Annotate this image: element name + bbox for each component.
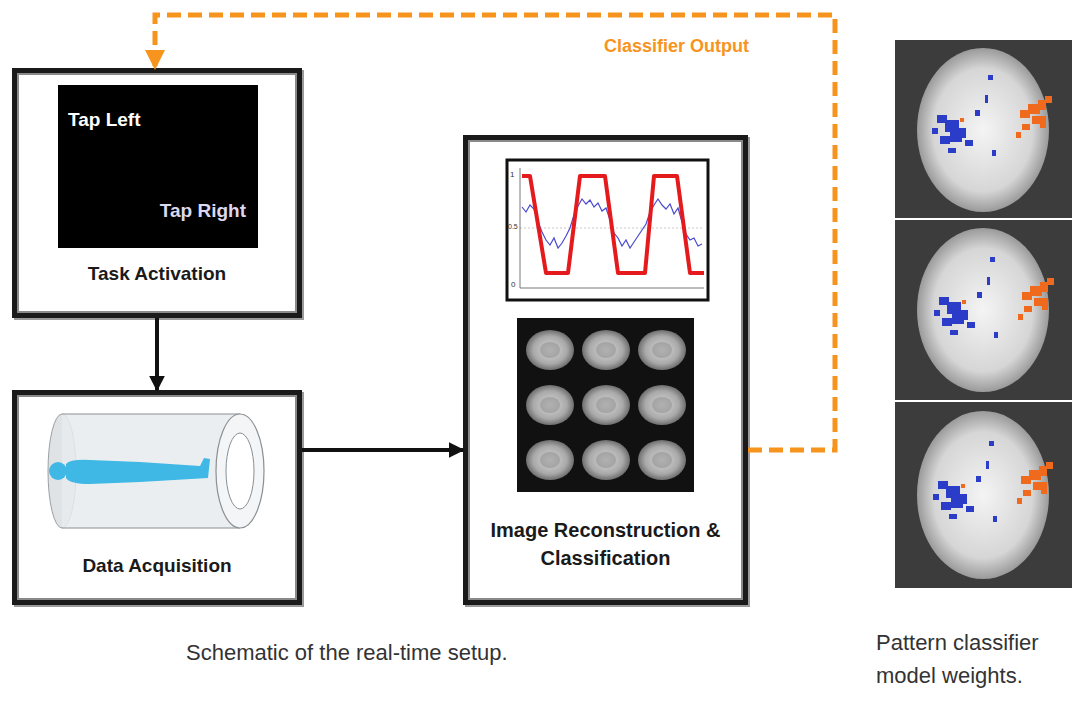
axis-tick: 0.5 xyxy=(508,223,518,230)
axis-tick: 1 xyxy=(510,170,514,179)
screen-cue: Tap Left xyxy=(68,109,140,131)
axis-tick: 0 xyxy=(511,280,515,289)
figure-caption: Pattern classifier model weights. xyxy=(876,626,1088,692)
stimulus-screen: Tap LeftTap Right xyxy=(58,85,258,248)
box-title: Data Acquisition xyxy=(17,555,297,577)
figure-caption: Schematic of the real-time setup. xyxy=(186,640,646,666)
flow-arrow xyxy=(155,318,159,390)
box-title: Task Activation xyxy=(17,263,297,285)
weight-maps xyxy=(895,40,1072,588)
process-box: Image Reconstruction & Classification xyxy=(463,135,748,605)
screen-cue: Tap Right xyxy=(160,200,246,222)
flow-arrow xyxy=(302,448,463,452)
process-box: Data Acquisition xyxy=(12,390,302,605)
box-title: Image Reconstruction & Classification xyxy=(468,516,743,572)
process-box: Task Activation Tap LeftTap Right xyxy=(12,68,302,318)
edge-label: Classifier Output xyxy=(604,36,749,57)
